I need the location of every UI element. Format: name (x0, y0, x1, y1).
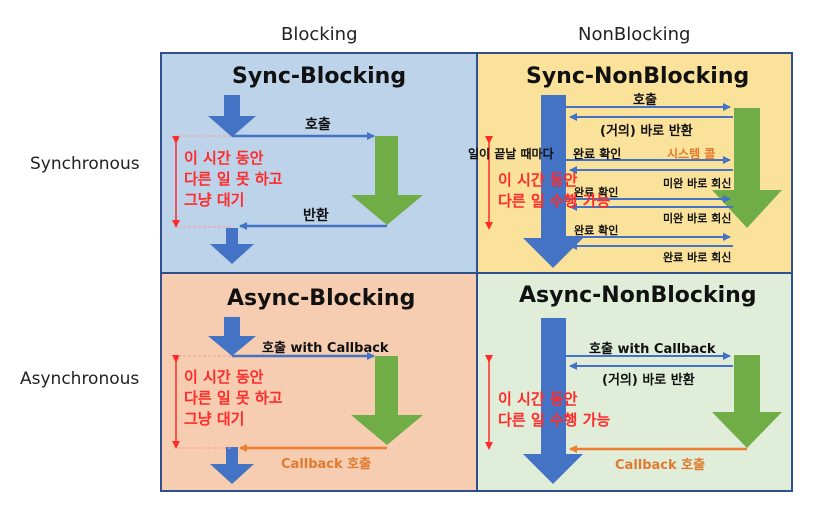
grid-borders (160, 52, 793, 492)
sync-blocking-call-label: 호출 (305, 117, 331, 133)
async-nonblocking-call-label: 호출 with Callback (589, 342, 716, 357)
sync-blocking-wait-line-1: 이 시간 동안 (184, 149, 264, 167)
async-nonblocking-free-line-2: 다른 일 수행 가능 (498, 411, 611, 429)
sync-nonblocking-check-1: 완료 확인 (573, 147, 622, 161)
async-blocking-title: Async-Blocking (227, 286, 416, 311)
async-nonblocking-title: Async-NonBlocking (519, 283, 757, 308)
sync-nonblocking-system-call: 시스템 콜 (667, 147, 716, 161)
async-nonblocking-caller-bar (523, 318, 583, 484)
async-nonblocking-callee-arrow (712, 355, 782, 448)
sync-blocking-wait-line-2: 다른 일 못 하고 (184, 170, 283, 188)
column-header-blocking: Blocking (281, 24, 358, 45)
sync-nonblocking-reply-3: 완료 바로 회신 (663, 251, 732, 264)
column-header-nonblocking: NonBlocking (578, 24, 691, 45)
sync-nonblocking-reply-2: 미완 바로 회신 (663, 212, 732, 225)
async-blocking-caller-arrow-top (208, 317, 256, 356)
sync-blocking-callee-arrow (351, 136, 423, 225)
row-header-synchronous: Synchronous (30, 154, 140, 174)
sync-blocking-caller-arrow-top (208, 95, 256, 137)
async-blocking-callback-label: Callback 호출 (281, 457, 372, 472)
async-blocking-wait-line-1: 이 시간 동안 (184, 368, 264, 386)
sync-nonblocking-check-3: 완료 확인 (574, 224, 619, 237)
async-blocking-call-label: 호출 with Callback (262, 341, 389, 356)
async-blocking-caller-arrow-bottom (210, 447, 254, 484)
async-blocking-wait-line-2: 다른 일 못 하고 (184, 389, 283, 407)
sync-blocking-caller-arrow-bottom (210, 228, 254, 264)
async-blocking-wait-line-3: 그냥 대기 (184, 410, 245, 428)
sync-nonblocking-free-line-2: 다른 일 수행 가능 (498, 192, 611, 210)
async-nonblocking-free-line-1: 이 시간 동안 (498, 390, 578, 408)
sync-nonblocking-free-line-1: 이 시간 동안 (498, 171, 578, 189)
sync-nonblocking-check-2: 완료 확인 (574, 186, 619, 199)
sync-blocking-title: Sync-Blocking (232, 64, 407, 89)
sync-blocking-return-label: 반환 (303, 208, 329, 224)
async-nonblocking-return-label: (거의) 바로 반환 (602, 373, 695, 388)
quadrant-sync-blocking (161, 53, 477, 273)
sync-nonblocking-poll-note: 일이 끝날 때마다 (468, 147, 554, 161)
sync-nonblocking-return-label: (거의) 바로 반환 (600, 124, 693, 139)
sync-nonblocking-reply-1: 미완 바로 회신 (663, 177, 732, 190)
quadrant-async-blocking (161, 273, 477, 491)
sync-blocking-wait-line-3: 그냥 대기 (184, 191, 245, 209)
async-nonblocking-callback-label: Callback 호출 (615, 458, 706, 473)
row-header-asynchronous: Asynchronous (20, 369, 140, 389)
sync-nonblocking-title: Sync-NonBlocking (526, 64, 750, 89)
sync-nonblocking-caller-bar (523, 95, 583, 268)
async-blocking-callee-arrow (351, 356, 423, 445)
sync-nonblocking-call-label: 호출 (633, 93, 657, 108)
